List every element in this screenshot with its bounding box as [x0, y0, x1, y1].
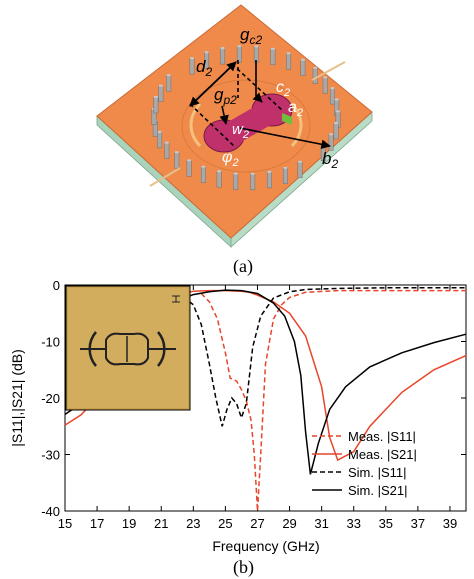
via	[312, 66, 318, 85]
label-w2: w2	[232, 121, 249, 141]
via	[166, 74, 172, 92]
via	[266, 170, 272, 189]
x-tick-label: 33	[346, 516, 360, 531]
via	[158, 84, 164, 102]
via	[186, 159, 192, 177]
panel-a-caption: (a)	[233, 256, 253, 276]
x-tick-label: 17	[90, 516, 104, 531]
via	[322, 76, 328, 94]
chart-legend: Meas. |S11| Meas. |S21| Sim. |S11| Sim. |S2…	[312, 429, 417, 498]
structure-illustration: d2 gc2 gp2 c2 a2 w2 b2 φ2	[96, 4, 373, 248]
label-c2: c2	[276, 79, 290, 99]
coupling-arc-left	[189, 102, 202, 148]
via	[216, 170, 222, 188]
via	[164, 141, 170, 159]
legend-label: Meas. |S21|	[348, 447, 417, 462]
via	[300, 58, 306, 76]
via	[157, 130, 163, 149]
y-axis-ticks: 0 -10 -20 -30 -40	[41, 278, 466, 519]
via	[286, 52, 292, 70]
via-array	[151, 45, 341, 191]
panel-b-caption: (b)	[233, 557, 254, 577]
feed-line-left	[149, 167, 181, 187]
x-axis-ticks: 15 17 19 21 23 25 27 29 31 33 35 37 39	[58, 285, 457, 531]
via	[253, 45, 259, 63]
x-tick-label: 37	[411, 516, 425, 531]
x-tick-label: 27	[250, 516, 264, 531]
dimension-annotations	[189, 60, 331, 150]
slot-ring	[181, 79, 311, 173]
via	[174, 151, 180, 169]
x-axis-label: Frequency (GHz)	[212, 538, 319, 554]
via	[329, 87, 335, 105]
y-axis-label: |S11|,|S21| (dB)	[9, 349, 25, 447]
label-d2: d2	[196, 57, 212, 79]
y-tick-label: 0	[53, 278, 60, 293]
y-tick-label: -20	[41, 391, 60, 406]
x-tick-label: 39	[443, 516, 457, 531]
via	[328, 133, 334, 151]
via	[200, 165, 206, 183]
label-gc2: gc2	[240, 25, 262, 47]
label-b2: b2	[322, 149, 338, 171]
via	[204, 51, 210, 69]
x-tick-label: 15	[58, 516, 72, 531]
label-a2: a2	[288, 99, 303, 119]
series-line-3	[161, 287, 466, 427]
label-phi2: φ2	[222, 149, 239, 169]
via	[270, 47, 276, 66]
x-tick-label: 31	[314, 516, 328, 531]
x-tick-label: 21	[154, 516, 168, 531]
via	[250, 172, 256, 191]
via	[189, 57, 195, 75]
x-tick-label: 19	[122, 516, 136, 531]
via	[233, 172, 239, 190]
y-tick-label: -10	[41, 335, 60, 350]
y-tick-label: -40	[41, 504, 60, 519]
x-tick-label: 23	[186, 516, 200, 531]
via	[153, 95, 159, 114]
via	[297, 160, 303, 179]
via	[236, 45, 242, 63]
via	[220, 47, 226, 65]
feed-line-right	[311, 61, 346, 81]
coupling-arc-right	[290, 102, 303, 148]
via	[282, 166, 288, 185]
series-line-1	[200, 289, 466, 512]
legend-label: Meas. |S11|	[348, 429, 416, 444]
legend-label: Sim. |S21|	[348, 483, 408, 498]
y-tick-label: -30	[41, 448, 60, 463]
inset-photo	[65, 285, 191, 411]
x-tick-label: 29	[282, 516, 296, 531]
x-tick-label: 35	[379, 516, 393, 531]
x-tick-label: 25	[218, 516, 232, 531]
label-gp2: gp2	[214, 85, 237, 107]
via	[333, 121, 339, 140]
legend-label: Sim. |S11|	[348, 465, 407, 480]
s-parameter-chart: 0 -10 -20 -30 -40 15 17 19 21 23 25 27 29 31 33 35 37 39…	[9, 278, 467, 554]
